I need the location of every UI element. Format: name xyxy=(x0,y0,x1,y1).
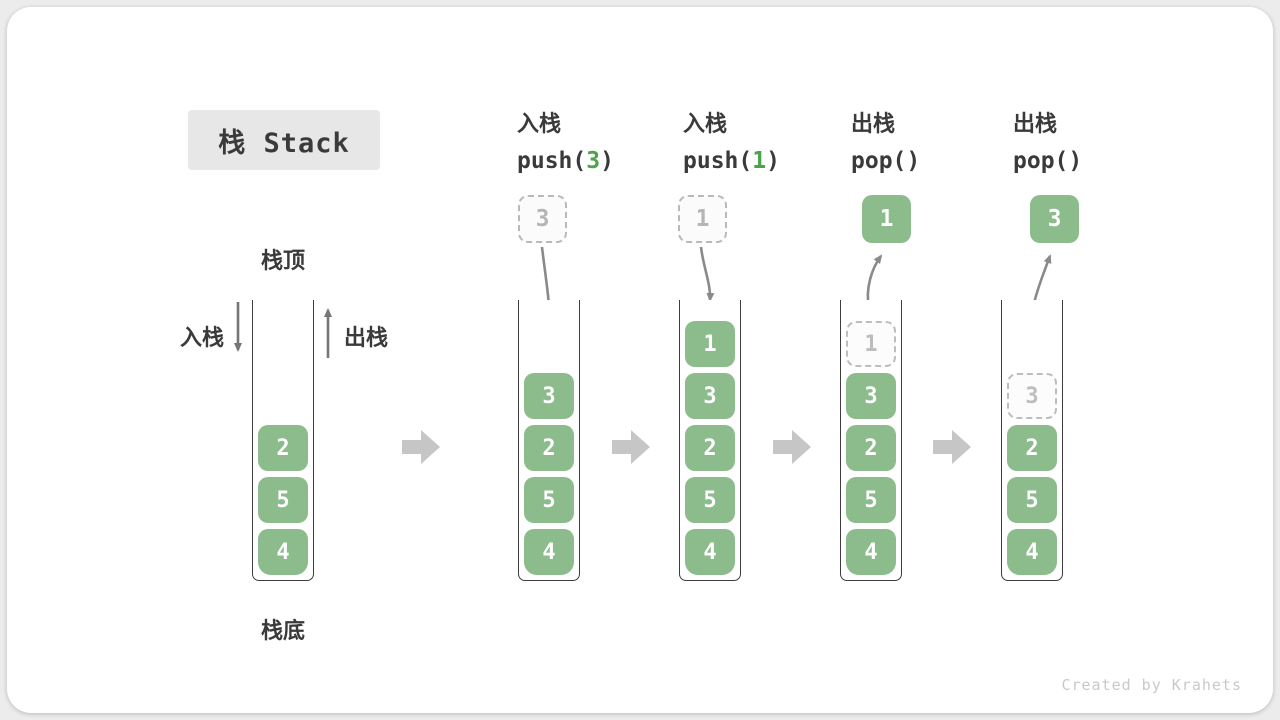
pop-side-label: 出栈 xyxy=(344,325,389,350)
stack-state-push-3: 3 2 5 4 xyxy=(518,300,580,581)
operation-code: push(3) xyxy=(517,148,614,174)
code-arg: 1 xyxy=(752,148,767,174)
stack-element: 4 xyxy=(685,529,735,575)
stack-element: 3 xyxy=(524,373,574,419)
operation-name: 出栈 xyxy=(1013,111,1058,136)
incoming-element-box: 1 xyxy=(678,195,727,243)
code-pre: push( xyxy=(517,148,587,174)
operation-code: push(1) xyxy=(683,148,780,174)
stack-element: 2 xyxy=(258,425,308,471)
stack-bottom-label: 栈底 xyxy=(260,618,305,643)
watermark-credit: Created by Krahets xyxy=(1061,676,1242,694)
stack-element: 4 xyxy=(846,529,896,575)
popped-element-box: 1 xyxy=(862,195,911,243)
code-pre: push( xyxy=(683,148,753,174)
operation-name: 出栈 xyxy=(851,111,896,136)
operation-label-pop-first: 出栈 pop() xyxy=(851,106,920,174)
operation-code: pop() xyxy=(1013,148,1082,174)
incoming-element-box: 3 xyxy=(518,195,567,243)
push-side-label: 入栈 xyxy=(179,325,224,350)
stack-element: 2 xyxy=(685,425,735,471)
stack-state-pop-1: 1 3 2 5 4 xyxy=(840,300,902,581)
stack-element-ghost: 1 xyxy=(846,321,896,367)
stack-state-push-1: 1 3 2 5 4 xyxy=(679,300,741,581)
stack-element: 4 xyxy=(524,529,574,575)
stack-element: 5 xyxy=(258,477,308,523)
stack-top-label: 栈顶 xyxy=(260,248,305,273)
page-title: 栈 Stack xyxy=(218,127,350,159)
operation-label-pop-second: 出栈 pop() xyxy=(1013,106,1082,174)
stack-element: 2 xyxy=(846,425,896,471)
stack-element: 1 xyxy=(685,321,735,367)
code-post: ) xyxy=(766,148,780,174)
stack-element: 5 xyxy=(685,477,735,523)
popped-element-box: 3 xyxy=(1030,195,1079,243)
code-pre: pop( xyxy=(1013,148,1069,174)
stack-element: 5 xyxy=(1007,477,1057,523)
code-post: ) xyxy=(1068,148,1083,174)
stack-element: 3 xyxy=(685,373,735,419)
code-post: ) xyxy=(600,148,614,174)
title-badge: 栈 Stack xyxy=(188,110,380,170)
stack-element: 5 xyxy=(524,477,574,523)
code-pre: pop( xyxy=(851,148,907,174)
code-arg: 3 xyxy=(586,148,601,174)
operation-label-push-1: 入栈 push(1) xyxy=(683,106,780,174)
stack-state-initial: 2 5 4 xyxy=(252,300,314,581)
operation-label-push-3: 入栈 push(3) xyxy=(517,106,614,174)
stack-element: 4 xyxy=(1007,529,1057,575)
stack-element: 3 xyxy=(846,373,896,419)
stack-element: 2 xyxy=(524,425,574,471)
code-post: ) xyxy=(906,148,921,174)
stack-element: 5 xyxy=(846,477,896,523)
stack-state-pop-3: 3 2 5 4 xyxy=(1001,300,1063,581)
stack-element-ghost: 3 xyxy=(1007,373,1057,419)
operation-name: 入栈 xyxy=(683,111,728,136)
operation-code: pop() xyxy=(851,148,920,174)
operation-name: 入栈 xyxy=(517,111,562,136)
stack-element: 4 xyxy=(258,529,308,575)
stack-element: 2 xyxy=(1007,425,1057,471)
